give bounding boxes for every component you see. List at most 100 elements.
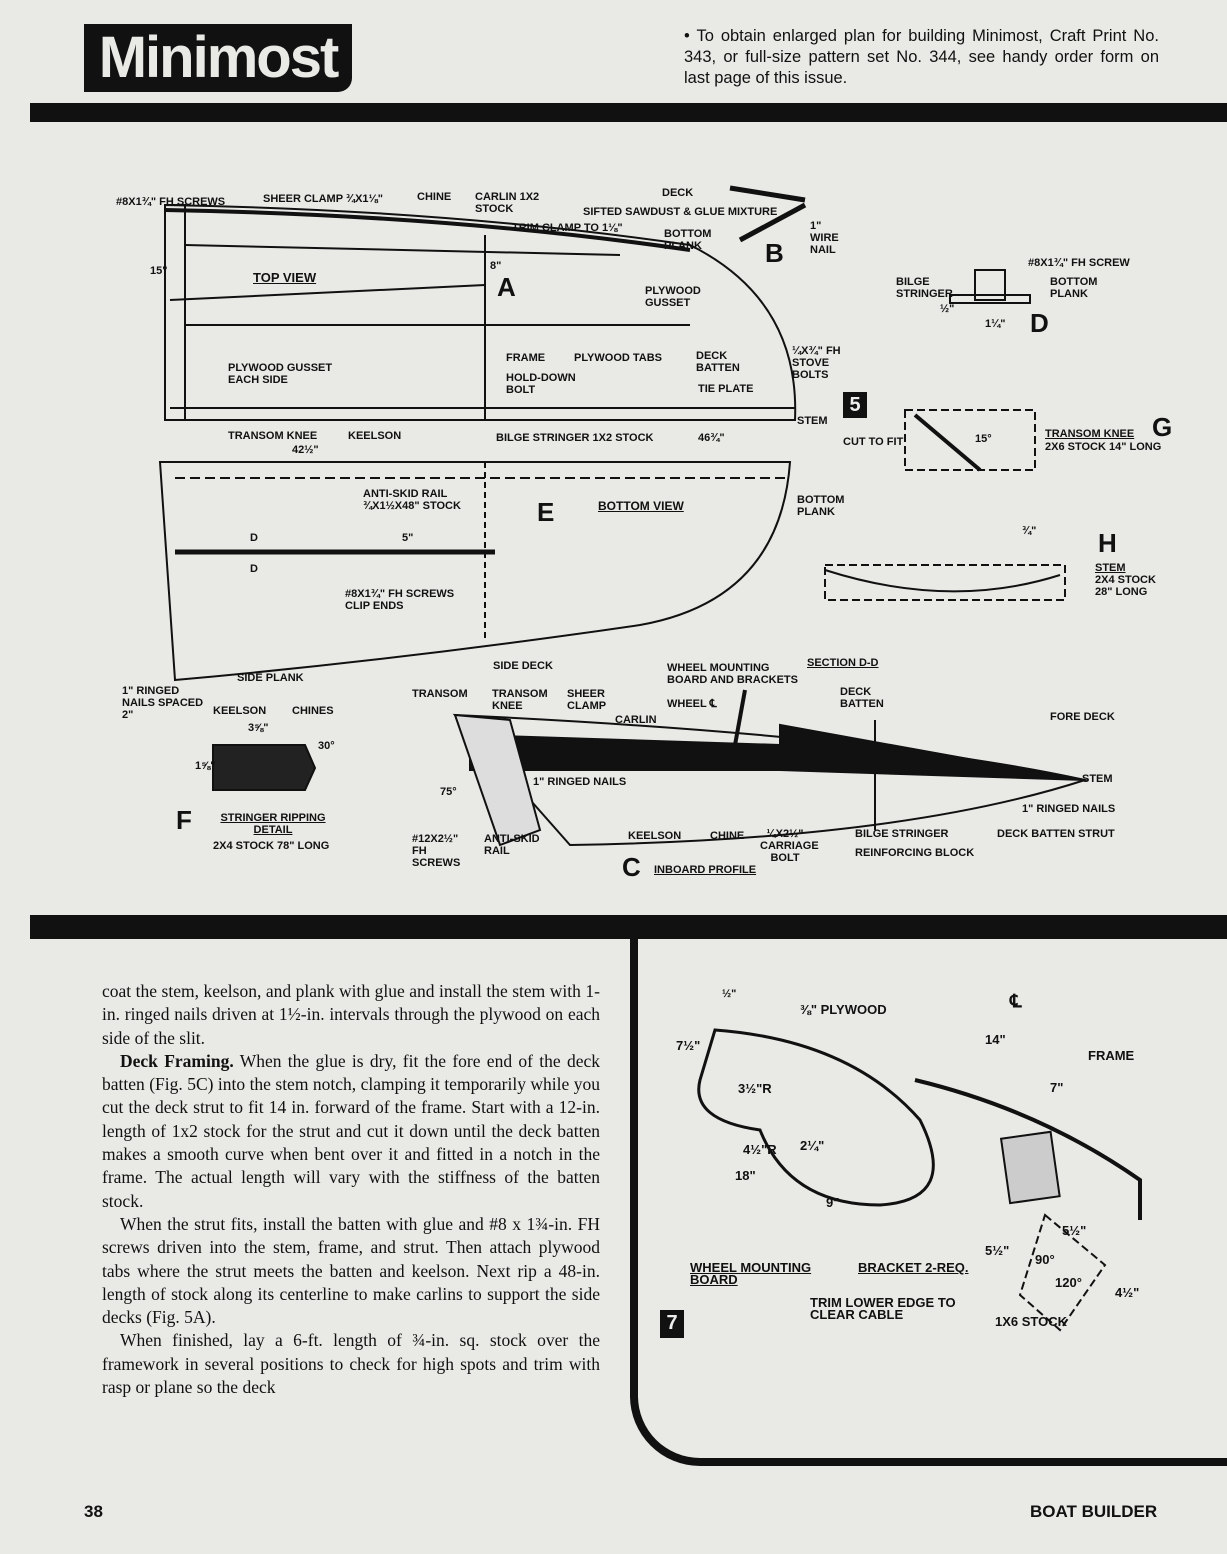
label: 14" [985,1032,1006,1047]
label: SHEER CLAMP [567,688,607,712]
label: 90° [1035,1252,1055,1267]
detail-letter-g: G [1152,412,1173,442]
label: 2X4 STOCK [1095,574,1156,586]
label: ½" [940,303,955,315]
label: WHEEL MOUNTING BOARD AND BRACKETS [667,662,798,686]
label: DECK BATTEN STRUT [997,828,1115,840]
label: 30° [318,740,335,752]
label: BRACKET 2-REQ. [858,1260,969,1275]
label: CHINE [710,830,745,842]
label: #8X1¾" FH SCREWS [116,196,226,208]
detail-letter-b: B [765,238,784,268]
label: 15° [975,433,992,445]
label: 1" RINGED NAILS [533,776,627,788]
label: KEELSON [628,830,682,842]
label: 9" [826,1195,840,1210]
label: PLYWOOD TABS [574,352,663,364]
detail-letter-d: D [1030,308,1049,338]
carlin [169,284,486,301]
label: ¾" [1022,525,1037,537]
label: 18" [735,1168,756,1183]
paragraph-text: When the glue is dry, fit the fore end o… [102,1050,600,1211]
label: WHEEL MOUNTING BOARD [690,1260,812,1287]
label: 4½"R [743,1142,777,1157]
label: BILGE STRINGER [896,276,953,300]
detail-letter-c: C [622,852,641,882]
label: TOP VIEW [253,270,317,285]
label: SHEER CLAMP ¾X1⅛" [263,193,383,205]
label: 3½"R [738,1081,772,1096]
label: PLYWOOD GUSSET EACH SIDE [228,362,333,386]
label: 5½" [985,1243,1010,1258]
label: FRAME [506,352,546,364]
label: TIE PLATE [698,383,754,395]
label: 2X6 STOCK 14" LONG [1045,441,1162,453]
label: BOTTOM PLANK [1050,276,1098,300]
detail-letter-a: A [497,272,516,302]
label: TRIM CLAMP TO 1⅛" [512,222,623,234]
label: #8X1¾" FH SCREWS CLIP ENDS [345,588,455,612]
label: 120° [1055,1275,1082,1290]
subheading: Deck Framing. [120,1050,234,1071]
label: SECTION D-D [807,657,879,669]
label: CUT TO FIT [843,436,904,448]
label: BILGE STRINGER 1X2 STOCK [496,432,654,444]
label: 42½" [292,444,319,456]
article-body: coat the stem, keelson, and plank with g… [102,980,600,1399]
top-view-hull-outline [164,203,797,421]
label: CARLIN [615,714,657,726]
label: STEM [797,415,828,427]
divider-middle [30,915,1227,939]
label: D [250,532,258,544]
label: KEELSON [348,430,402,442]
label: 1" RINGED NAILS SPACED 2" [122,685,204,721]
label: 2¼" [800,1138,825,1153]
label: TRIM LOWER EDGE TO CLEAR CABLE [810,1295,956,1322]
label: 46¾" [698,432,725,444]
detail-letter-e: E [537,497,555,527]
label: TRANSOM KNEE [492,688,548,712]
sheer-clamp [164,208,691,252]
label: 28" LONG [1095,586,1148,598]
label: ANTI-SKID RAIL [484,833,540,857]
label: CHINES [292,705,334,717]
label: 1" WIRE NAIL [810,220,839,256]
label: 75° [440,786,457,798]
order-note: • To obtain enlarged plan for building M… [684,27,1159,87]
label: 1" RINGED NAILS [1022,803,1116,815]
label: BOTTOM VIEW [598,499,684,513]
label: 1X6 STOCK [995,1314,1068,1329]
label: 5" [402,532,414,544]
bottom-view-hull-outline [158,461,792,682]
label: TRANSOM [412,688,468,700]
figure-7-panel [630,938,1227,1466]
label: ¼X2½" CARRIAGE BOLT [760,828,819,864]
label: STEM [1095,562,1126,574]
label: PLYWOOD GUSSET [645,285,701,309]
label: INBOARD PROFILE [654,864,757,876]
divider-top [30,103,1227,122]
label: CARLIN 1X2 STOCK [475,191,540,215]
wheel-mounting-board [697,1028,935,1207]
label: HOLD-DOWN BOLT [506,372,576,396]
label: DECK BATTEN [696,350,740,374]
label: ½" [722,988,737,1000]
figure-number-5: 5 [843,392,867,418]
label: ℄ [1010,991,1022,1011]
label: CHINE [417,191,452,203]
paragraph: Deck Framing. When the glue is dry, fit … [102,1050,600,1213]
label: 14" [820,760,838,772]
paragraph: coat the stem, keelson, and plank with g… [102,981,600,1048]
detail-letter-f: F [176,805,192,835]
label: REINFORCING BLOCK [855,847,975,859]
label: 4½" [1115,1285,1140,1300]
label: SIFTED SAWDUST & GLUE MIXTURE [583,206,778,218]
label: DECK BATTEN [840,686,884,710]
detail-letter-h: H [1098,528,1117,558]
chine [184,244,621,256]
article-title: Minimost [84,24,352,92]
transom [164,204,186,421]
label: 3⅝" [248,722,269,734]
